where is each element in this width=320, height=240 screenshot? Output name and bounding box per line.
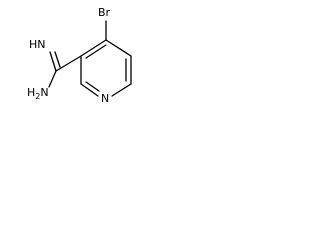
ring-bond-c4-c5 [105, 39, 132, 57]
ring-bond-c6-n1 [111, 83, 132, 97]
bond-c3-amidine-carbon [55, 55, 82, 72]
ring-bond-c3-c4 [80, 39, 107, 57]
bond-c-nh2 [48, 70, 57, 88]
pyridine-nitrogen-label: N [101, 92, 109, 105]
ring-bond-n1-c2 [80, 83, 99, 97]
double-bond-c-nh-outer [49, 51, 57, 72]
ring-double-bond-n1-c2 [85, 81, 100, 92]
bromine-label: Br [98, 6, 111, 19]
ring-double-bond-c3-c4 [85, 44, 107, 59]
double-bond-c-nh-inner [54, 51, 61, 68]
structure-drawing: Br HN H2N N [27, 6, 132, 105]
imine-label: HN [29, 38, 46, 51]
amine-label: H2N [27, 86, 49, 101]
